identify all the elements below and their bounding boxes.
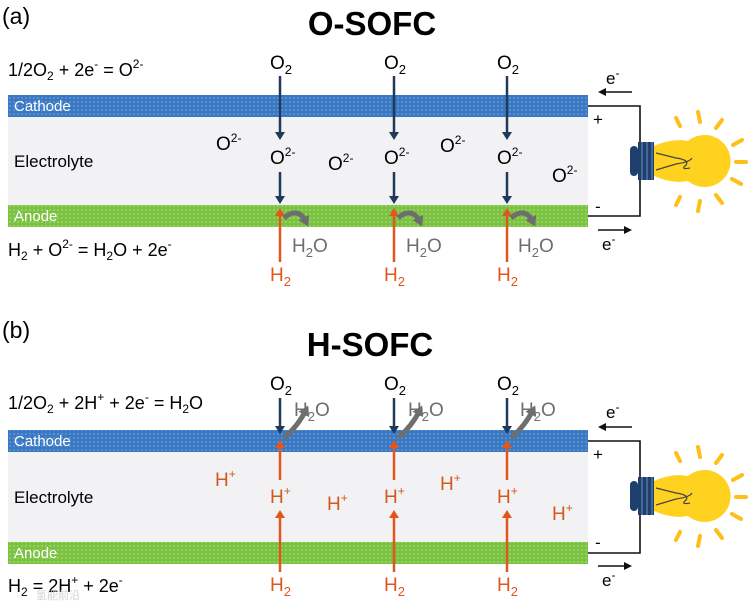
svg-text:H2: H2	[497, 265, 518, 289]
svg-text:O2: O2	[384, 374, 406, 398]
cathode-equation: 1/2O2 + 2H+ + 2e- = H2O	[8, 390, 203, 416]
svg-text:H2O: H2O	[518, 236, 554, 260]
svg-text:H2: H2	[384, 265, 405, 289]
cathode-label: Cathode	[14, 433, 71, 450]
panel-tag: (a)	[2, 3, 30, 29]
anode-label: Anode	[14, 208, 57, 225]
panel-a: (a) O-SOFC 1/2O2 + 2e- = O2- Cathode Ele…	[2, 3, 748, 289]
svg-text:1/2O2 + 2H+ + 2e- = H2O: 1/2O2 + 2H+ + 2e- = H2O	[8, 390, 203, 416]
electrolyte-label: Electrolyte	[14, 488, 93, 507]
svg-text:H2O: H2O	[294, 400, 330, 424]
svg-text:H2O: H2O	[406, 236, 442, 260]
svg-text:O2: O2	[384, 53, 406, 77]
plus-terminal: +	[593, 110, 603, 129]
electrolyte-layer	[8, 117, 588, 205]
svg-text:H2O: H2O	[292, 236, 328, 260]
electrolyte-label: Electrolyte	[14, 152, 93, 171]
panel-title: O-SOFC	[308, 5, 436, 42]
svg-text:e-: e-	[606, 66, 619, 88]
svg-text:H2: H2	[270, 265, 291, 289]
minus-terminal: -	[595, 533, 601, 552]
svg-text:H2O: H2O	[520, 400, 556, 424]
svg-text:O2: O2	[497, 374, 519, 398]
svg-text:1/2O2 + 2e- = O2-: 1/2O2 + 2e- = O2-	[8, 57, 143, 83]
cathode-layer	[8, 430, 588, 452]
panel-b: (b) H-SOFC 1/2O2 + 2H+ + 2e- = H2O Catho…	[2, 317, 748, 599]
svg-text:e-: e-	[602, 232, 615, 254]
anode-equation: H2 + O2- = H2O + 2e-	[8, 237, 172, 263]
svg-text:e-: e-	[606, 400, 619, 422]
cathode-equation: 1/2O2 + 2e- = O2-	[8, 57, 143, 83]
minus-terminal: -	[595, 197, 601, 216]
watermark: 氢能前沿	[36, 588, 80, 602]
panel-tag: (b)	[2, 317, 30, 343]
external-circuit: e- e- + -	[588, 400, 641, 590]
cathode-layer	[8, 95, 588, 117]
cathode-label: Cathode	[14, 98, 71, 115]
panel-title: H-SOFC	[307, 326, 434, 363]
svg-text:O2: O2	[270, 53, 292, 77]
svg-text:H2: H2	[497, 575, 518, 599]
reaction-site: O2 O2- H2 H2O	[497, 53, 554, 289]
svg-text:O2: O2	[497, 53, 519, 77]
svg-text:e-: e-	[602, 568, 615, 590]
light-bulb-icon	[630, 110, 748, 213]
svg-text:H2 = 2H+ + 2e-: H2 = 2H+ + 2e-	[8, 573, 123, 599]
electrolyte-layer	[8, 452, 588, 542]
svg-text:H2 + O2- = H2O + 2e-: H2 + O2- = H2O + 2e-	[8, 237, 172, 263]
anode-equation: H2 = 2H+ + 2e-	[8, 573, 123, 599]
svg-text:H2: H2	[270, 575, 291, 599]
svg-text:H2: H2	[384, 575, 405, 599]
plus-terminal: +	[593, 445, 603, 464]
light-bulb-icon	[630, 445, 748, 548]
svg-text:H2O: H2O	[408, 400, 444, 424]
anode-layer	[8, 542, 588, 564]
anode-label: Anode	[14, 545, 57, 562]
svg-text:O2: O2	[270, 374, 292, 398]
